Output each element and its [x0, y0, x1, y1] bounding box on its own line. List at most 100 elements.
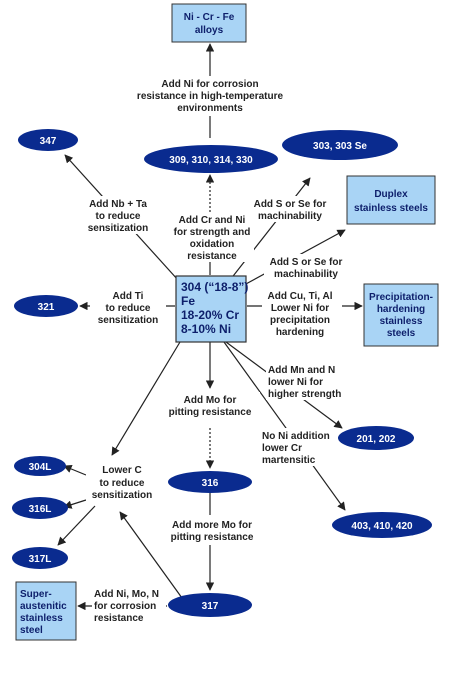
box-label: alloys	[195, 25, 224, 36]
label-add-nb-ta: Add Nb + Ta to reduce sensitization	[84, 196, 156, 234]
oval-317: 317	[168, 593, 252, 617]
label-line: machinability	[274, 269, 338, 280]
box-label: stainless steels	[354, 203, 428, 214]
label-line: to reduce	[99, 478, 144, 489]
label-line: martensitic	[262, 455, 316, 466]
oval-201-202: 201, 202	[338, 426, 414, 450]
oval-label: 304L	[29, 462, 52, 473]
label-line: for strength and	[174, 227, 251, 238]
label-line: machinability	[258, 211, 322, 222]
box-super-austenitic: Super- austenitic stainless steel	[15, 581, 77, 641]
label-add-s-se-upper: Add S or Se for machinability	[250, 196, 332, 222]
label-add-cr-ni: Add Cr and Ni for strength and oxidation…	[172, 212, 254, 262]
label-line: Lower C	[102, 465, 141, 476]
oval-309-310-314-330: 309, 310, 314, 330	[144, 145, 278, 173]
label-add-ni-mo-n: Add Ni, Mo, N for corrosion resistance	[92, 586, 166, 626]
label-line: Add Ni, Mo, N	[94, 589, 159, 600]
center-label: 18-20% Cr	[181, 308, 239, 322]
label-line: Add Cu, Ti, Al	[268, 291, 333, 302]
oval-317l: 317L	[12, 547, 68, 569]
label-line: Add Ni for corrosion	[161, 79, 258, 90]
label-line: precipitation	[270, 315, 330, 326]
label-line: resistance	[187, 251, 237, 262]
oval-347: 347	[18, 129, 78, 151]
label-lower-c: Lower C to reduce sensitization	[86, 462, 162, 502]
box-label: stainless	[20, 613, 63, 624]
label-line: Add Mo for	[184, 395, 237, 406]
oval-321: 321	[14, 295, 78, 317]
oval-label: 321	[38, 302, 55, 313]
box-label: Super-	[20, 589, 52, 600]
oval-304l: 304L	[14, 456, 66, 476]
box-label: steels	[387, 328, 416, 339]
label-line: pitting resistance	[171, 532, 254, 543]
arrow-317-to-lower-c	[119, 511, 183, 599]
box-label: stainless	[380, 316, 423, 327]
center-label: 8-10% Ni	[181, 322, 231, 336]
label-line: sensitization	[92, 490, 153, 501]
oval-label: 347	[40, 136, 57, 147]
label-line: higher strength	[268, 389, 341, 400]
box-ni-cr-fe: Ni - Cr - Fe alloys	[171, 3, 247, 43]
arrow-to-lower-c	[111, 341, 181, 456]
box-label: hardening	[377, 304, 425, 315]
label-line: Add S or Se for	[270, 257, 343, 268]
label-line: sensitization	[88, 223, 149, 234]
oval-label: 303, 303 Se	[313, 141, 367, 152]
label-line: Add Cr and Ni	[179, 215, 246, 226]
arrow-to-317l	[57, 505, 96, 546]
label-line: resistance	[94, 613, 144, 624]
oval-303-303se: 303, 303 Se	[282, 130, 398, 160]
oval-label: 316L	[29, 504, 52, 515]
label-line: Add Ti	[113, 291, 144, 302]
label-add-cu-ti-al: Add Cu, Ti, Al Lower Ni for precipitatio…	[262, 288, 342, 338]
box-label: Duplex	[374, 189, 408, 200]
center-label: Fe	[181, 294, 195, 308]
oval-label: 317	[202, 601, 219, 612]
center-label: 304 (“18-8”)	[181, 280, 248, 294]
arrow-to-304l	[63, 464, 87, 476]
box-precipitation-hardening: Precipitation- hardening stainless steel…	[363, 283, 439, 347]
oval-label: 309, 310, 314, 330	[169, 155, 253, 166]
label-line: to reduce	[95, 211, 140, 222]
arrow-to-316l	[63, 499, 87, 509]
label-line: Lower Ni for	[271, 303, 329, 314]
oval-label: 201, 202	[357, 434, 396, 445]
label-line: lower Ni for	[268, 377, 323, 388]
oval-316: 316	[168, 471, 252, 493]
arrow-to-303	[229, 177, 311, 281]
label-add-ti: Add Ti to reduce sensitization	[90, 288, 166, 326]
label-add-mn-n: Add Mn and N lower Ni for higher strengt…	[266, 362, 348, 400]
oval-316l: 316L	[12, 497, 68, 519]
label-add-more-mo: Add more Mo for pitting resistance	[166, 516, 260, 544]
label-add-mo: Add Mo for pitting resistance	[166, 392, 260, 418]
label-line: No Ni addition	[262, 431, 330, 442]
label-line: oxidation	[190, 239, 234, 250]
label-line: hardening	[276, 327, 324, 338]
label-no-ni: No Ni addition lower Cr martensitic	[250, 428, 334, 466]
oval-label: 403, 410, 420	[351, 521, 413, 532]
label-line: sensitization	[98, 315, 159, 326]
box-304-center: 304 (“18-8”) Fe 18-20% Cr 8-10% Ni	[175, 275, 248, 343]
label-line: environments	[177, 103, 243, 114]
box-duplex: Duplex stainless steels	[346, 175, 436, 225]
label-line: to reduce	[105, 303, 150, 314]
label-line: Add Mn and N	[268, 365, 335, 376]
box-label: Ni - Cr - Fe	[184, 12, 235, 23]
label-add-ni-corrosion: Add Ni for corrosion resistance in high-…	[137, 76, 284, 116]
label-line: lower Cr	[262, 443, 302, 454]
arrow-to-403	[223, 341, 346, 511]
label-line: Add Nb + Ta	[89, 199, 147, 210]
label-add-s-se-lower: Add S or Se for machinability	[264, 254, 348, 280]
oval-label: 316	[202, 478, 219, 489]
oval-403-410-420: 403, 410, 420	[332, 512, 432, 538]
label-line: resistance in high-temperature	[137, 91, 284, 102]
oval-label: 317L	[29, 554, 52, 565]
label-line: pitting resistance	[169, 407, 252, 418]
box-label: austenitic	[20, 601, 67, 612]
label-line: Add more Mo for	[172, 520, 252, 531]
box-label: Precipitation-	[369, 292, 433, 303]
label-line: for corrosion	[94, 601, 156, 612]
